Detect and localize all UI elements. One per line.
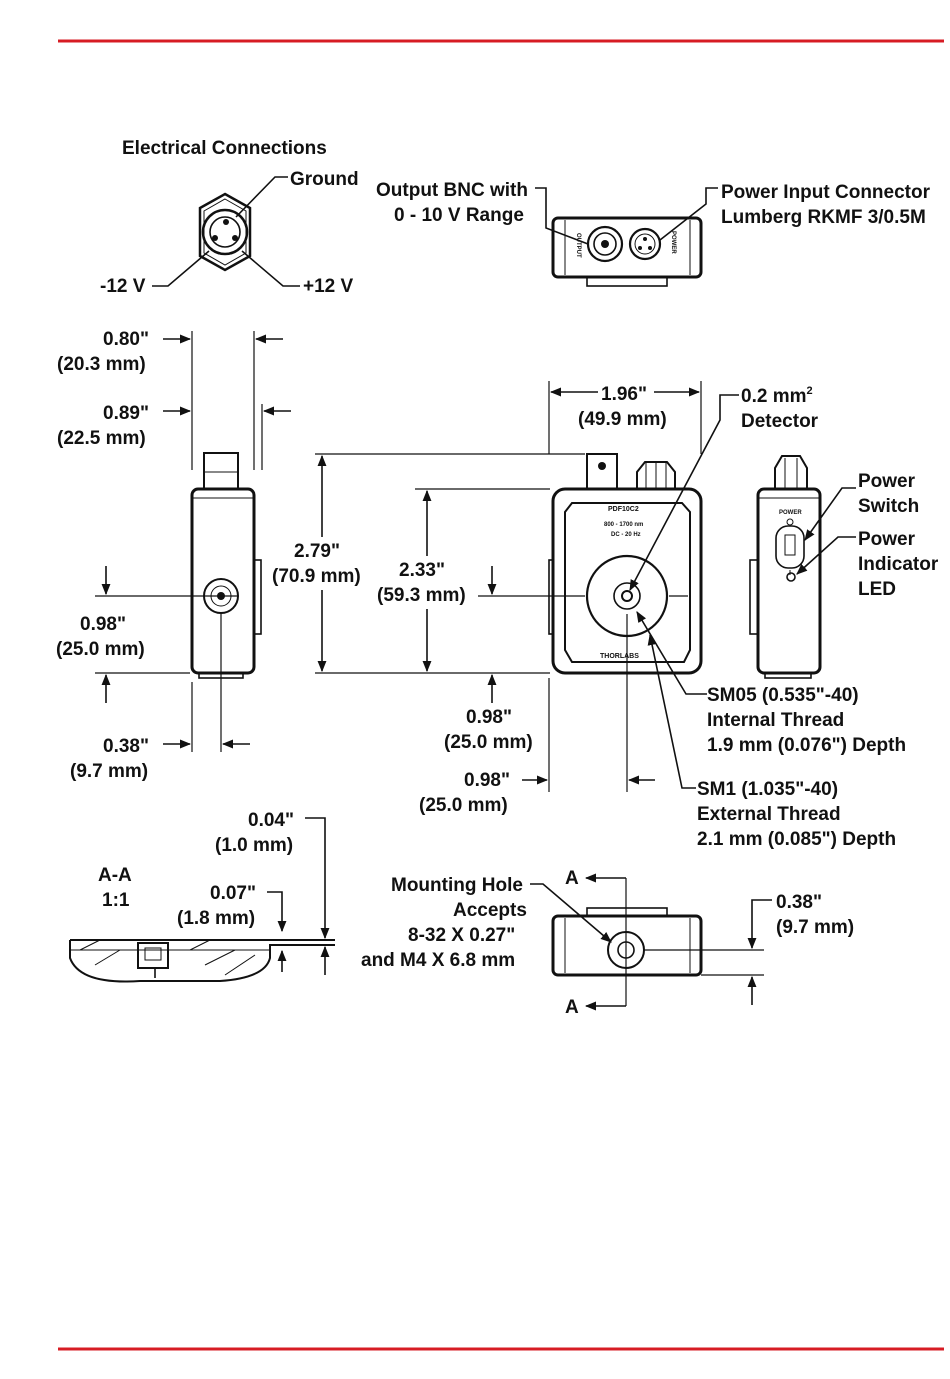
dim-007-in: 0.07" bbox=[210, 883, 256, 904]
dim-196-mm: (49.9 mm) bbox=[578, 409, 667, 430]
detector-icon bbox=[621, 590, 633, 602]
right-power-mark: POWER bbox=[779, 510, 802, 516]
power-led-label-1: Power bbox=[858, 529, 916, 550]
side-view-body bbox=[190, 487, 256, 675]
power-connector-icon bbox=[628, 227, 662, 261]
dim-098-bottom-mm: (25.0 mm) bbox=[444, 732, 533, 753]
side-bnc-stub bbox=[203, 452, 239, 490]
sm1-label-3: 2.1 mm (0.085") Depth bbox=[697, 829, 896, 850]
section-title: A-A bbox=[98, 865, 132, 886]
detector-label: 0.2 mm2 bbox=[741, 385, 813, 407]
dim-098-center-in: 0.98" bbox=[464, 770, 510, 791]
front-power-connector bbox=[636, 461, 676, 489]
top-view-group: Output BNC with 0 - 10 V Range Power Inp… bbox=[376, 180, 931, 287]
electrical-title: Electrical Connections bbox=[122, 138, 327, 159]
mount-label-1: Mounting Hole bbox=[391, 875, 523, 896]
sm1-label-2: External Thread bbox=[697, 804, 841, 825]
right-view-group: POWER Power Switch Power Indicator LED bbox=[749, 455, 939, 679]
side-view-group: 0.80" (20.3 mm) 0.89" (22.5 mm) 0.98" (2… bbox=[56, 329, 291, 782]
section-aa-group: A-A 1:1 0.04" (1.0 mm) 0.07" (1.8 mm) bbox=[69, 810, 335, 983]
dim-089-mm: (22.5 mm) bbox=[57, 428, 146, 449]
section-profile bbox=[69, 940, 335, 983]
dim-196-in: 1.96" bbox=[601, 384, 647, 405]
right-power-connector bbox=[774, 455, 808, 489]
dim-004-in: 0.04" bbox=[248, 810, 294, 831]
dim-098-center-mm: (25.0 mm) bbox=[419, 795, 508, 816]
sm05-thread-icon bbox=[613, 582, 641, 610]
dim-080-in: 0.80" bbox=[103, 329, 149, 350]
spec-wavelength: 800 - 1700 nm bbox=[604, 522, 643, 528]
output-bnc-label: Output BNC with bbox=[376, 180, 528, 201]
sm05-label-2: Internal Thread bbox=[707, 710, 844, 731]
front-bnc bbox=[586, 453, 618, 490]
power-led-label-3: LED bbox=[858, 579, 896, 600]
power-input-label: Power Input Connector bbox=[721, 182, 931, 203]
ground-label: Ground bbox=[290, 169, 359, 190]
sm05-label-1: SM05 (0.535"-40) bbox=[707, 685, 859, 706]
dim-098-side-in: 0.98" bbox=[80, 614, 126, 635]
section-a-top: A bbox=[565, 868, 579, 889]
mount-label-2: Accepts bbox=[453, 900, 527, 921]
power-mark: POWER bbox=[670, 231, 676, 254]
dim-038-bottom-in: 0.38" bbox=[776, 892, 822, 913]
brand-label: THORLABS bbox=[600, 653, 639, 660]
front-panel-outline bbox=[564, 502, 691, 663]
section-a-bottom: A bbox=[565, 997, 579, 1018]
mount-label-4: and M4 X 6.8 mm bbox=[361, 950, 515, 971]
power-switch-label-1: Power bbox=[858, 471, 916, 492]
section-scale: 1:1 bbox=[102, 890, 130, 911]
power-led-label-2: Indicator bbox=[858, 554, 939, 575]
dim-098-bottom-in: 0.98" bbox=[466, 707, 512, 728]
output-mark: OUTPUT bbox=[575, 233, 581, 258]
electrical-connections-group: Electrical Connections Ground -12 V +12 … bbox=[100, 138, 359, 297]
dim-233-in: 2.33" bbox=[399, 560, 445, 581]
power-switch-icon bbox=[775, 525, 805, 569]
dim-007-mm: (1.8 mm) bbox=[177, 908, 255, 929]
bottom-view-body bbox=[551, 914, 703, 977]
bottom-view-group: A A Mounting Hole Accepts 8-32 X 0.27" a… bbox=[361, 868, 854, 1018]
spec-bandwidth: DC - 20 Hz bbox=[611, 532, 641, 538]
front-view-group: PDF10C2 800 - 1700 nm DC - 20 Hz THORLAB… bbox=[272, 381, 906, 850]
power-switch-label-2: Switch bbox=[858, 496, 919, 517]
dim-089-in: 0.89" bbox=[103, 403, 149, 424]
mount-label-3: 8-32 X 0.27" bbox=[408, 925, 515, 946]
neg-12v-label: -12 V bbox=[100, 276, 146, 297]
dim-038-side-mm: (9.7 mm) bbox=[70, 761, 148, 782]
dim-004-mm: (1.0 mm) bbox=[215, 835, 293, 856]
dim-038-side-in: 0.38" bbox=[103, 736, 149, 757]
sm1-label-1: SM1 (1.035"-40) bbox=[697, 779, 838, 800]
model-label: PDF10C2 bbox=[608, 506, 639, 513]
detector-label-2: Detector bbox=[741, 411, 819, 432]
power-connector-label: Lumberg RKMF 3/0.5M bbox=[721, 207, 926, 228]
power-led-icon bbox=[786, 572, 796, 582]
sm05-label-3: 1.9 mm (0.076") Depth bbox=[707, 735, 906, 756]
dim-279-mm: (70.9 mm) bbox=[272, 566, 361, 587]
dim-038-bottom-mm: (9.7 mm) bbox=[776, 917, 854, 938]
dim-080-mm: (20.3 mm) bbox=[57, 354, 146, 375]
output-range-label: 0 - 10 V Range bbox=[394, 205, 524, 226]
pos-12v-label: +12 V bbox=[303, 276, 354, 297]
connector-hex-icon bbox=[198, 192, 252, 272]
dim-279-in: 2.79" bbox=[294, 541, 340, 562]
connector-face-icon bbox=[201, 208, 249, 256]
dim-098-side-mm: (25.0 mm) bbox=[56, 639, 145, 660]
dim-233-mm: (59.3 mm) bbox=[377, 585, 466, 606]
